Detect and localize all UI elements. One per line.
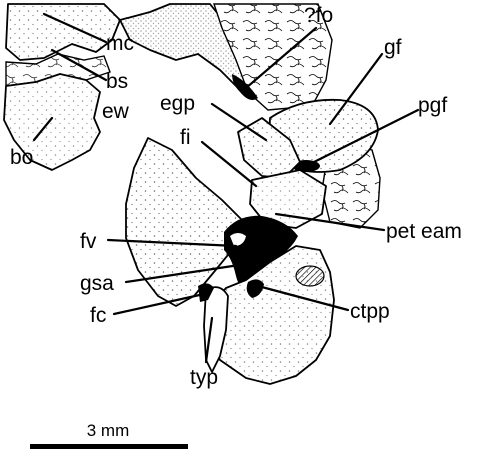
label-fi: fi <box>180 126 191 149</box>
scale-bar-label: 3 mm <box>87 421 130 440</box>
label-ew: ew <box>102 100 130 123</box>
scale-bar-line <box>30 444 188 449</box>
basioccipital-region-stipple <box>6 4 120 60</box>
label-bo: bo <box>10 146 33 169</box>
label-egp: egp <box>160 92 195 115</box>
label-fv: fv <box>80 230 97 253</box>
hatched-facet <box>296 266 324 286</box>
scale-bar: 3 mm <box>30 421 188 449</box>
label-fo: ?fo <box>304 4 333 27</box>
label-mc: mc <box>106 32 134 55</box>
specimen-drawing <box>4 4 380 384</box>
label-typ: typ <box>190 366 218 389</box>
label-fc: fc <box>90 304 106 327</box>
label-ctpp: ctpp <box>350 300 390 323</box>
label-pet-eam: pet eam <box>386 220 462 243</box>
label-gf: gf <box>384 36 402 59</box>
label-pgf: pgf <box>418 94 447 117</box>
label-gsa: gsa <box>80 272 114 295</box>
label-bs: bs <box>106 70 128 93</box>
